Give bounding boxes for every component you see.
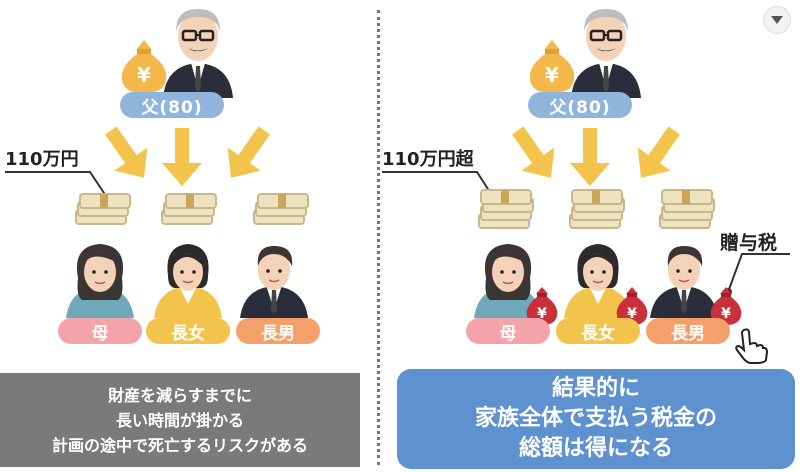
mother-label: 母	[58, 318, 142, 344]
father-avatar	[571, 9, 641, 98]
daughter-avatar	[564, 244, 632, 318]
pointer-hand-icon	[735, 328, 769, 364]
left-caption-line: 財産を減らすまでに	[108, 385, 252, 405]
mother-avatar	[66, 244, 134, 318]
right-panel: ¥ 父(80) 110万円超 贈与税	[382, 0, 800, 472]
panel-divider	[377, 10, 380, 465]
mother-label: 母	[466, 318, 550, 344]
dropdown-menu-button[interactable]	[763, 6, 791, 34]
son-label: 長男	[236, 318, 320, 344]
right-caption: 結果的に 家族全体で支払う税金の 総額は得になる	[397, 369, 795, 469]
daughter-label: 長女	[556, 318, 640, 344]
arrow-to-mother	[512, 126, 555, 178]
right-caption-line: 総額は得になる	[518, 436, 673, 461]
daughter-label: 長女	[146, 318, 230, 344]
cash-stack-icon	[75, 193, 131, 225]
left-panel: ¥ 父(80) 110万円	[0, 0, 370, 472]
right-caption-line: 結果的に	[551, 376, 640, 401]
gift-tax-label: 贈与税	[720, 232, 778, 254]
tax-bag-symbol: ¥	[537, 306, 547, 322]
father-avatar	[163, 9, 233, 98]
left-caption-line: 長い時間が掛かる	[115, 410, 244, 430]
cash-stack-icon	[569, 189, 625, 229]
cash-stack-icon	[478, 189, 534, 229]
arrow-to-daughter	[162, 128, 202, 186]
son-label: 長男	[646, 318, 730, 344]
arrow-to-son	[227, 126, 270, 178]
son-avatar	[650, 246, 718, 318]
son-avatar	[240, 246, 308, 318]
arrow-to-son	[637, 126, 680, 178]
father-label: 父(80)	[528, 92, 632, 118]
tax-bag-symbol: ¥	[721, 306, 731, 322]
right-caption-line: 家族全体で支払う税金の	[474, 406, 717, 431]
daughter-avatar	[154, 244, 222, 318]
amount-label: 110万円	[5, 149, 79, 170]
tax-bag-symbol: ¥	[627, 306, 637, 322]
father-label: 父(80)	[120, 92, 224, 118]
cash-stack-icon	[659, 189, 715, 229]
amount-label: 110万円超	[382, 149, 474, 170]
left-caption-line: 計画の途中で死亡するリスクがある	[51, 435, 308, 455]
cash-stack-icon	[161, 193, 217, 225]
chevron-down-icon	[771, 16, 783, 24]
money-bag-icon: ¥	[529, 40, 575, 93]
cash-stack-icon	[253, 193, 309, 225]
mother-avatar	[474, 244, 542, 318]
left-caption: 財産を減らすまでに 長い時間が掛かる 計画の途中で死亡するリスクがある	[0, 373, 360, 467]
money-bag-symbol: ¥	[545, 63, 559, 87]
arrow-to-mother	[105, 126, 148, 178]
money-bag-icon: ¥	[121, 40, 167, 93]
money-bag-symbol: ¥	[137, 63, 151, 87]
arrow-to-daughter	[570, 128, 610, 186]
